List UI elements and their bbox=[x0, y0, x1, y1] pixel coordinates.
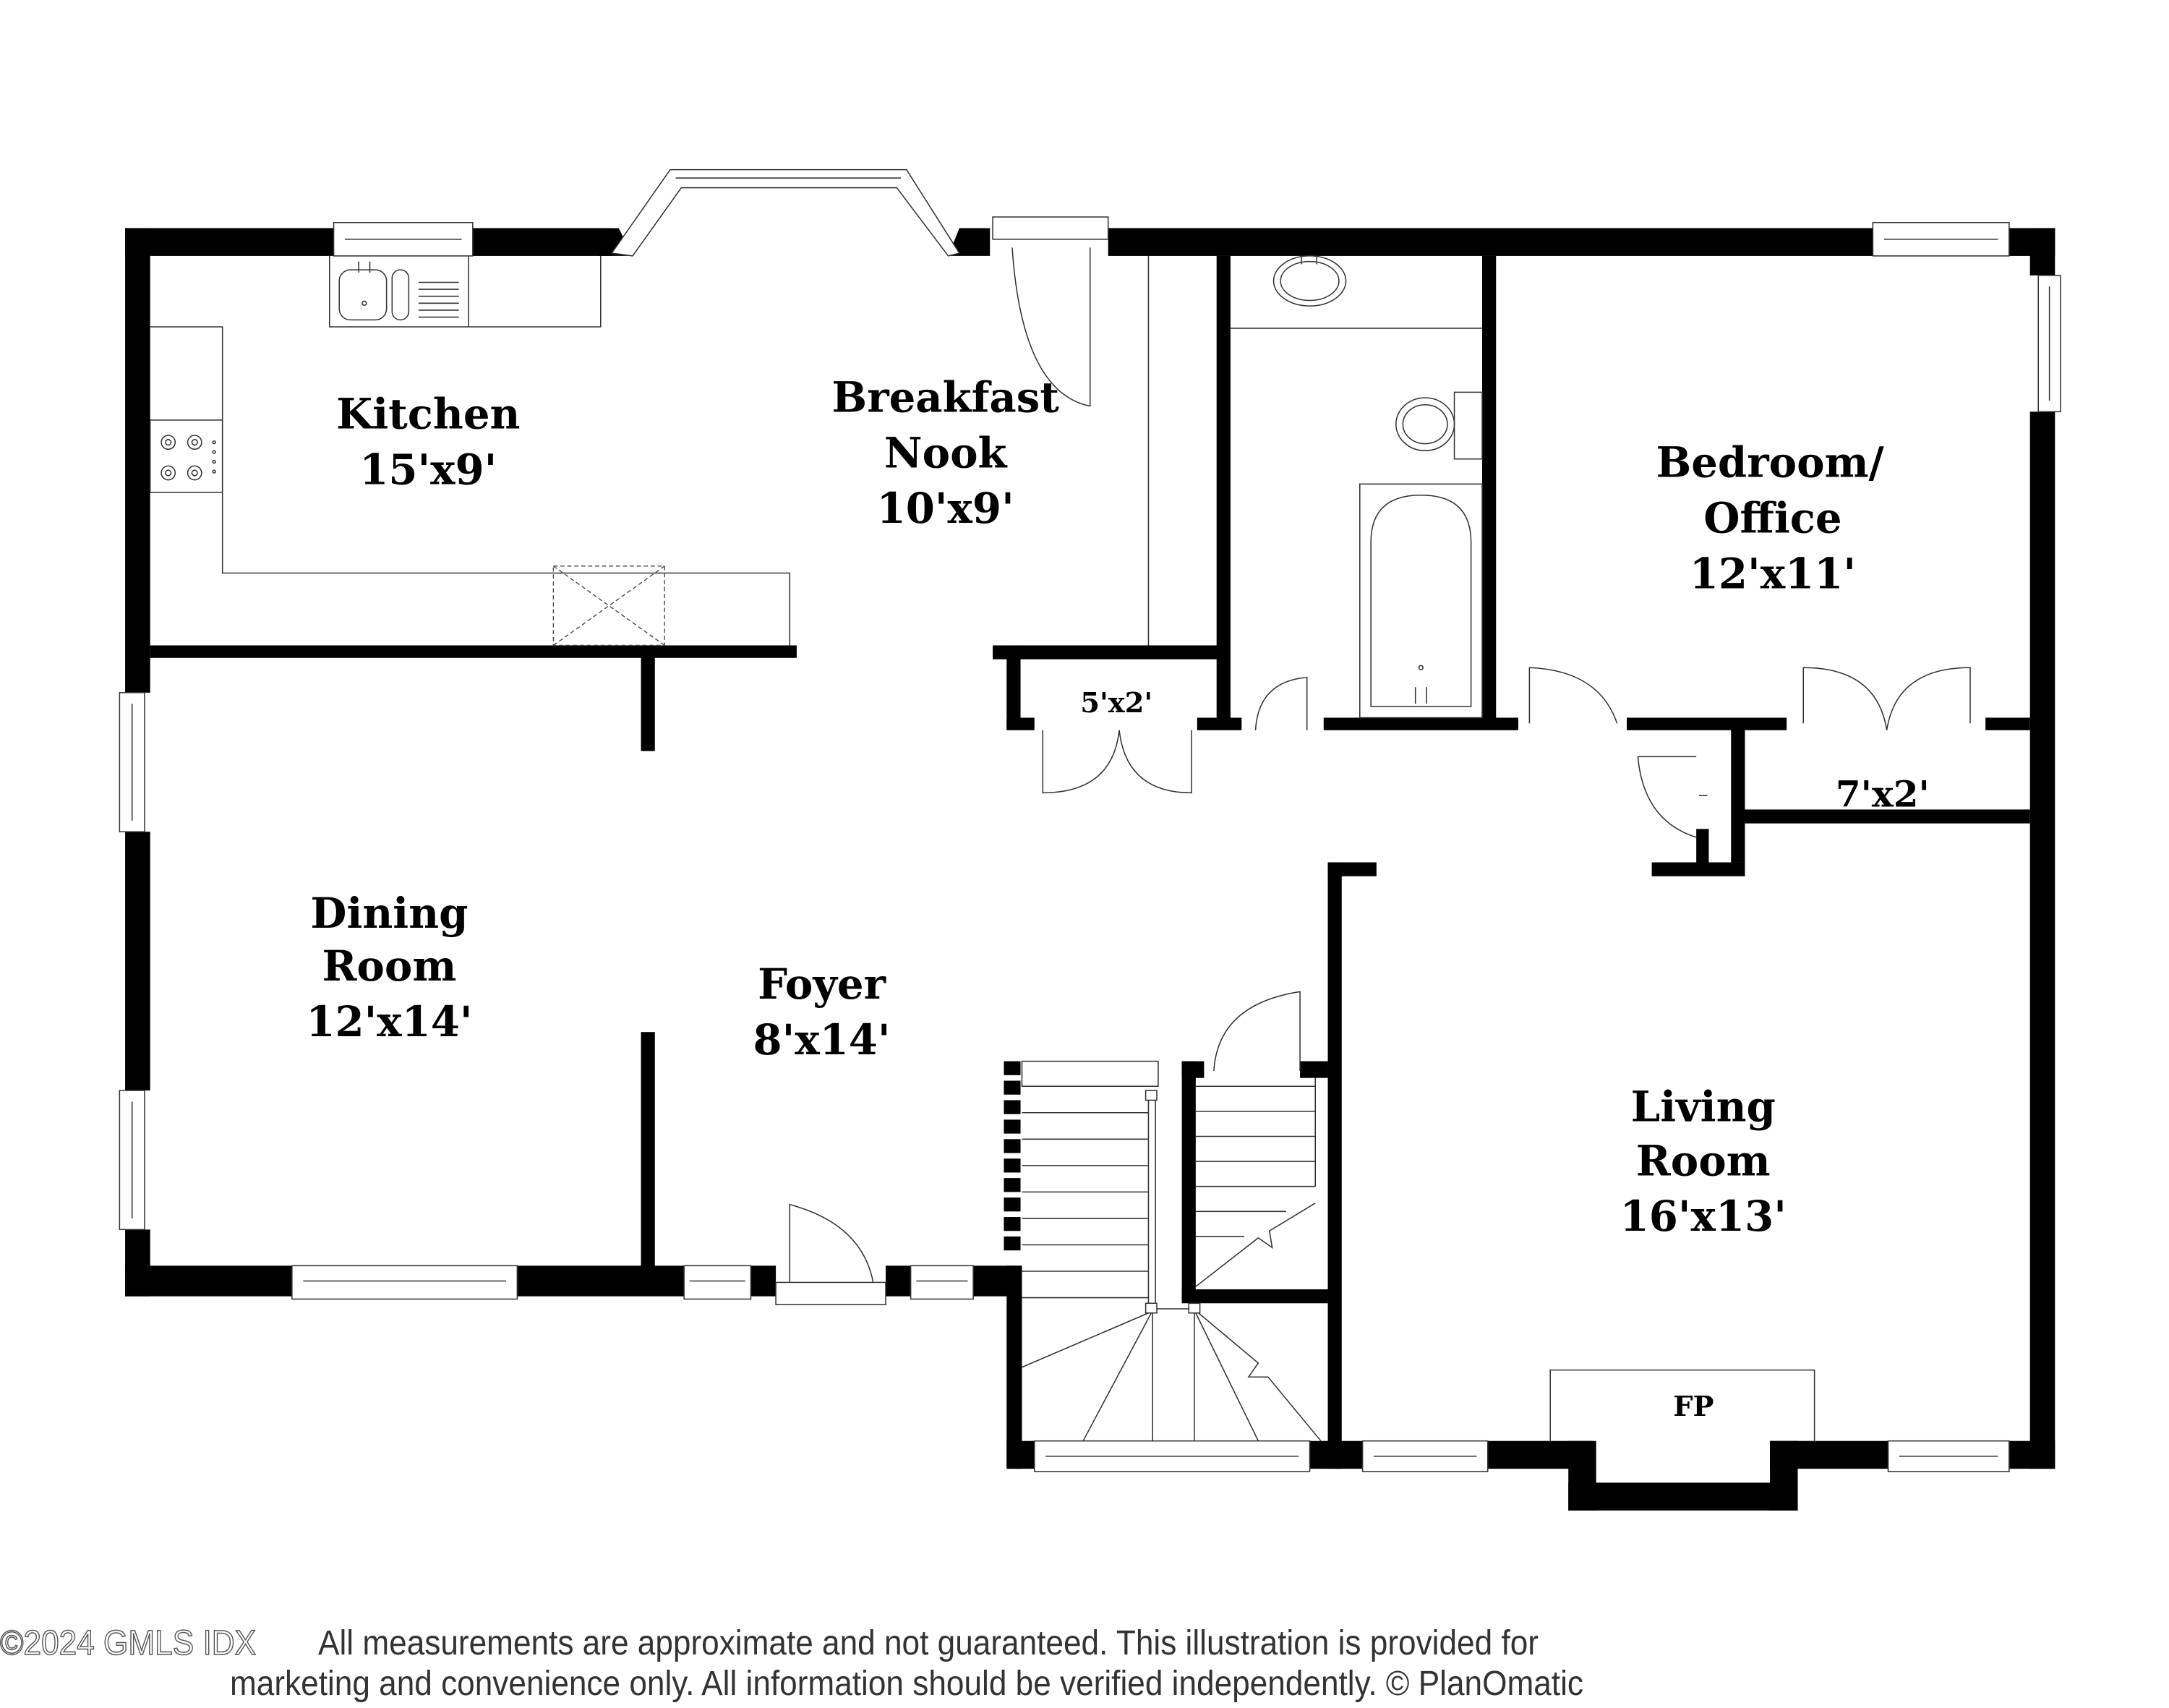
room-name-living-line2: Room bbox=[1636, 1136, 1771, 1185]
room-name-dining-line1: Dining bbox=[310, 889, 468, 938]
room-dims-bedroom: 12'x11' bbox=[1690, 550, 1856, 599]
room-name-breakfast-line1: Breakfast bbox=[831, 372, 1059, 422]
room-dims-living: 16'x13' bbox=[1620, 1192, 1787, 1241]
kitchen-fixtures bbox=[149, 255, 1150, 646]
room-dims-kitchen: 15'x9' bbox=[359, 445, 497, 494]
bathtub-icon bbox=[1359, 483, 1483, 719]
stair-railing-blocks bbox=[1004, 1061, 1021, 1251]
stove-icon bbox=[149, 419, 223, 493]
room-name-foyer: Foyer bbox=[758, 960, 886, 1009]
watermark-text: ©2024 GMLS IDX bbox=[0, 1623, 257, 1663]
closet-dims-hall: 5'x2' bbox=[1080, 687, 1152, 720]
exterior-walls bbox=[125, 228, 2055, 1511]
bathroom-sink-icon bbox=[1272, 255, 1347, 307]
closet-dims-bedroom: 7'x2' bbox=[1836, 773, 1930, 816]
windows bbox=[119, 168, 2061, 1472]
room-name-dining-line2: Room bbox=[322, 941, 457, 991]
room-dims-breakfast: 10'x9' bbox=[877, 484, 1014, 533]
room-name-bedroom-line1: Bedroom/ bbox=[1656, 438, 1884, 487]
bathroom-fixtures bbox=[1230, 255, 1483, 719]
interior-walls bbox=[150, 255, 2030, 1469]
kitchen-sink-icon bbox=[338, 261, 459, 321]
toilet-icon bbox=[1395, 391, 1483, 460]
room-name-bedroom-line2: Office bbox=[1703, 494, 1841, 543]
room-name-kitchen: Kitchen bbox=[336, 389, 520, 438]
disclaimer-line-2: marketing and convenience only. All info… bbox=[230, 1665, 1583, 1703]
room-name-living-line1: Living bbox=[1631, 1082, 1776, 1131]
room-dims-foyer: 8'x14' bbox=[753, 1015, 890, 1064]
room-dims-dining: 12'x14' bbox=[306, 997, 472, 1046]
room-name-breakfast-line2: Nook bbox=[884, 428, 1008, 477]
fireplace-label: FP bbox=[1673, 1391, 1714, 1423]
staircase bbox=[1021, 1060, 1322, 1442]
disclaimer-line-1: All measurements are approximate and not… bbox=[318, 1624, 1539, 1662]
room-labels: Kitchen 15'x9' Breakfast Nook 10'x9' Bed… bbox=[306, 372, 1930, 1423]
dishwasher-icon bbox=[552, 565, 665, 646]
doors bbox=[775, 216, 1971, 1305]
fireplace bbox=[1549, 1369, 1815, 1441]
